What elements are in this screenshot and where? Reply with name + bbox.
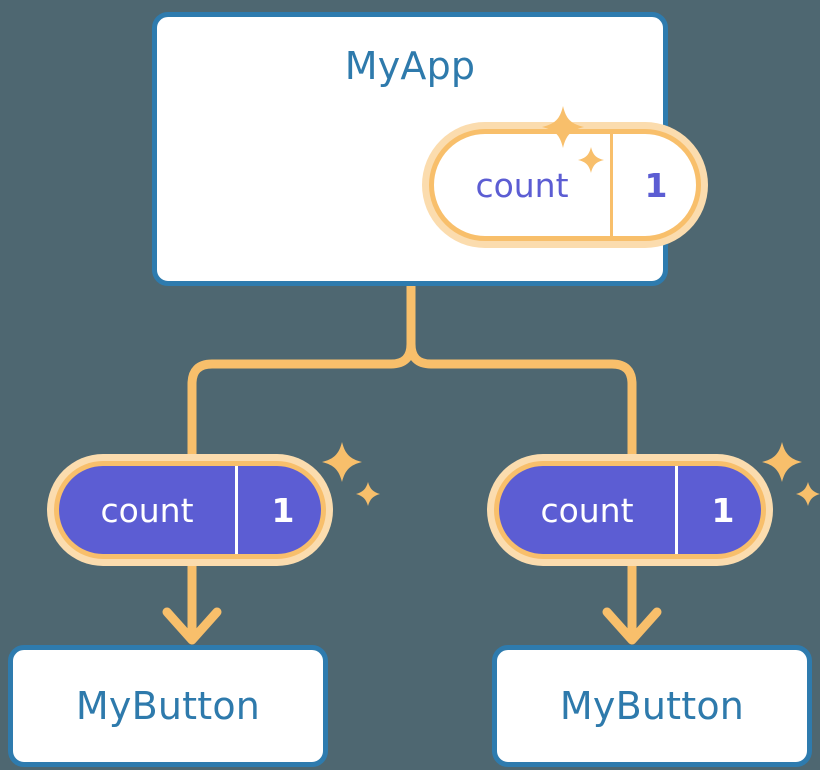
sparkle-small-icon <box>356 482 380 506</box>
component-card-mybutton-left[interactable]: MyButton <box>8 645 328 767</box>
sparkle-small-icon <box>796 482 820 506</box>
sparkles-child-right <box>760 440 820 516</box>
state-pill-value: 1 <box>675 466 761 554</box>
component-card-mybutton-right[interactable]: MyButton <box>492 645 812 767</box>
sparkle-large-icon <box>762 442 802 482</box>
arrow-left-head-icon <box>162 607 222 645</box>
state-pill-value: 1 <box>610 134 699 236</box>
sparkle-large-icon <box>322 442 362 482</box>
state-pill-child-right[interactable]: count 1 <box>494 461 766 559</box>
arrow-right-head-icon <box>602 607 662 645</box>
connector-branch-path <box>187 281 637 460</box>
state-pill-name: count <box>100 490 194 530</box>
state-pill-name: count <box>540 490 634 530</box>
state-pill-myapp[interactable]: count 1 <box>429 129 701 241</box>
component-label: MyButton <box>559 684 745 728</box>
component-label: MyButton <box>75 684 261 728</box>
page-title: MyApp <box>344 44 476 88</box>
state-pill-child-left[interactable]: count 1 <box>54 461 326 559</box>
sparkles-child-left <box>320 440 388 516</box>
component-card-myapp[interactable]: MyApp count 1 <box>152 12 701 286</box>
state-pill-name: count <box>475 165 569 205</box>
state-pill-value: 1 <box>235 466 321 554</box>
